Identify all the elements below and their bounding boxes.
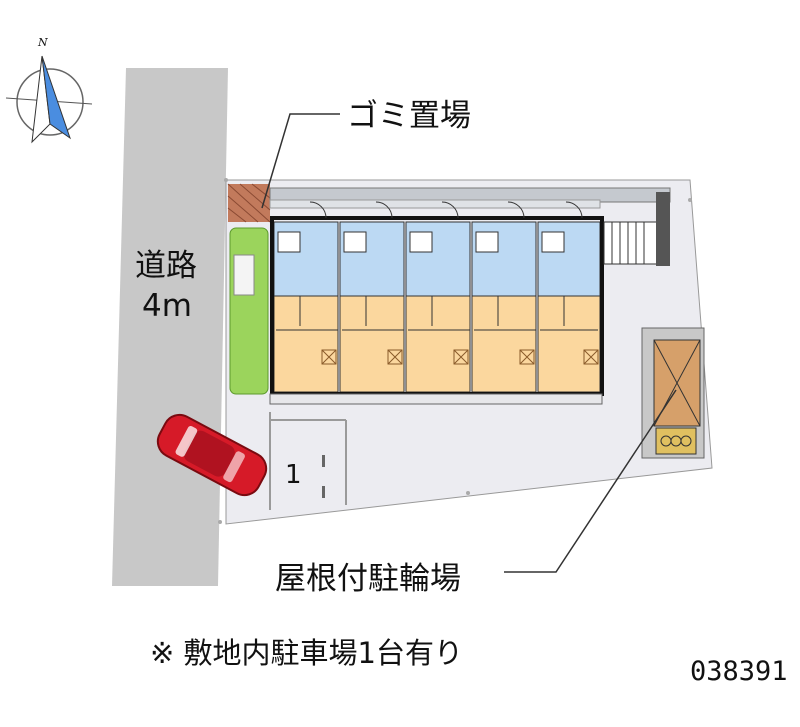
stairs	[603, 192, 670, 266]
garbage-area	[227, 183, 271, 223]
bicycle-parking-label: 屋根付駐輪場	[275, 561, 461, 597]
road-name-label: 道路	[135, 248, 197, 284]
bike-leader-line	[504, 389, 677, 573]
building-units	[269, 201, 604, 405]
compass-north-label: N	[38, 36, 48, 49]
parking-space-number: 1	[285, 460, 302, 490]
compass-icon	[5, 55, 93, 144]
parking-space	[269, 412, 347, 510]
garbage-area-label: ゴミ置場	[347, 98, 471, 134]
garbage-leader-line	[261, 113, 340, 209]
road	[112, 68, 228, 586]
parking-note: ※ 敷地内駐車場1台有り	[150, 636, 463, 670]
bicycle-parking	[641, 327, 705, 459]
car-icon	[156, 413, 268, 497]
property-id: 038391	[690, 656, 788, 687]
greenery	[229, 227, 269, 395]
road-width-label: 4m	[142, 288, 192, 324]
